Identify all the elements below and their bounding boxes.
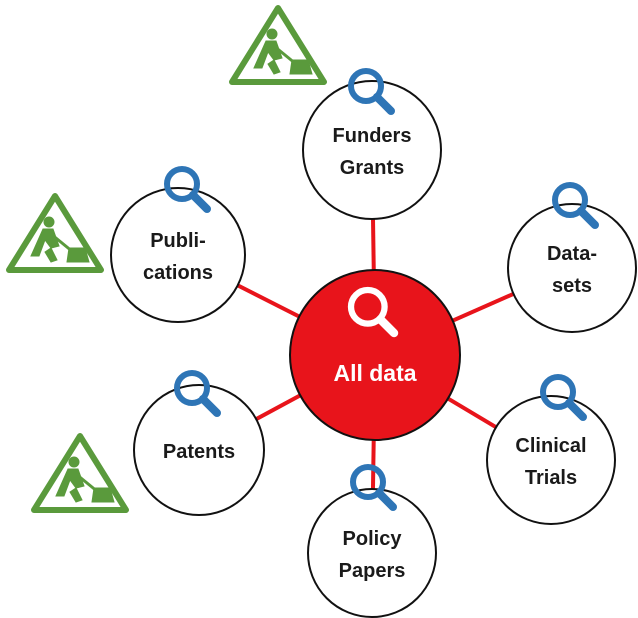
nodes: FundersGrantsData-setsClinicalTrialsPoli… — [110, 71, 637, 618]
node-datasets[interactable]: Data-sets — [507, 185, 637, 333]
node-circle — [110, 187, 246, 323]
center-label: All data — [333, 360, 416, 386]
node-circle — [133, 384, 265, 516]
under-construction-icon — [34, 436, 126, 510]
node-label: Data- — [547, 243, 597, 265]
node-publications[interactable]: Publi-cations — [110, 169, 246, 323]
node-label: Trials — [525, 467, 577, 489]
center-node-all-data[interactable]: All data — [289, 269, 461, 441]
node-circle — [307, 488, 437, 618]
under-construction-icon — [232, 8, 324, 82]
node-label: Patents — [163, 441, 235, 463]
node-label: Clinical — [515, 435, 586, 457]
node-label: Publi- — [150, 230, 206, 252]
node-label: sets — [552, 275, 592, 297]
node-label: Papers — [339, 560, 406, 582]
node-label: Funders — [333, 125, 412, 147]
node-patents[interactable]: Patents — [133, 373, 265, 516]
node-label: cations — [143, 262, 213, 284]
search-icon — [347, 286, 399, 338]
center-circle — [289, 269, 461, 441]
under-construction-icon — [9, 196, 101, 270]
node-circle — [507, 203, 637, 333]
node-label: Policy — [343, 528, 403, 550]
node-circle — [302, 80, 442, 220]
node-label: Grants — [340, 157, 404, 179]
node-circle — [486, 395, 616, 525]
